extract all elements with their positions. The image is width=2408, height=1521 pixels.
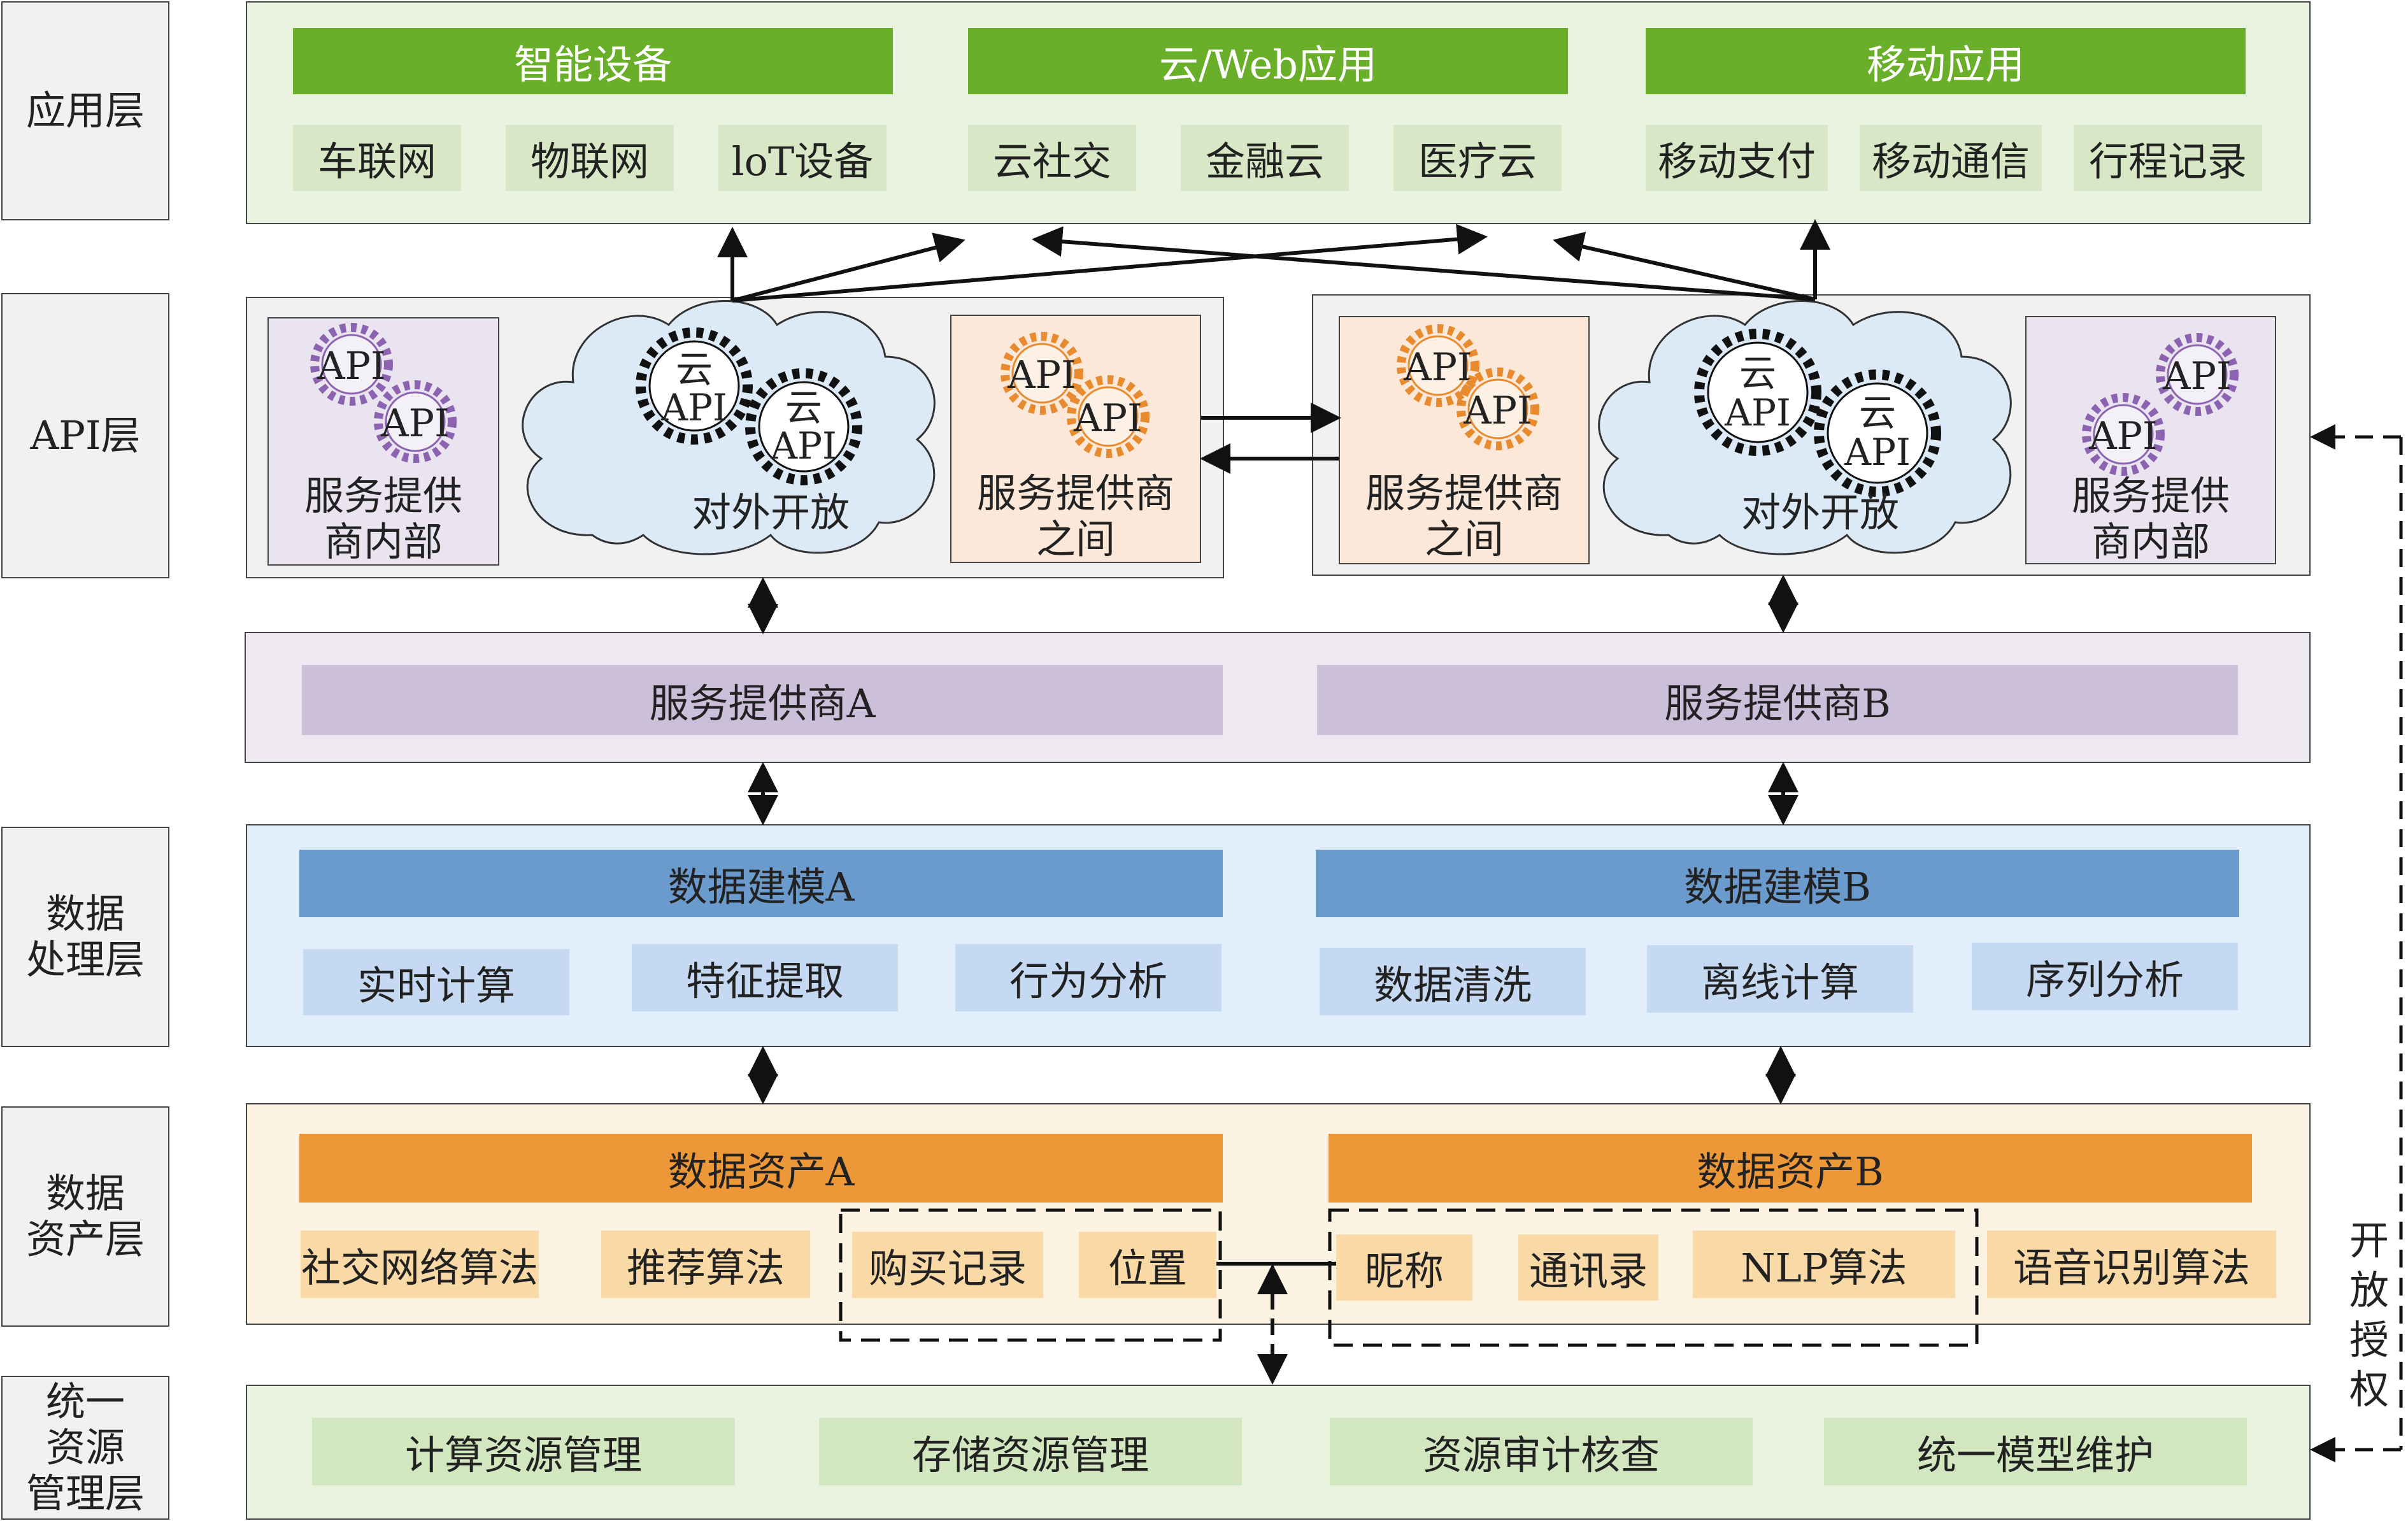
cloud-gear-icon: 云 API (1694, 329, 1821, 456)
app-group-title-mobile: 移动应用 (1646, 28, 2246, 94)
asset-group-a-dashed (839, 1208, 1222, 1342)
app-group-title-smart-devices: 智能设备 (293, 28, 893, 94)
processing-chip-cleaning: 数据清洗 (1320, 948, 1586, 1015)
app-chip-mobile-payment: 移动支付 (1646, 125, 1828, 191)
app-chip-finance-cloud: 金融云 (1181, 125, 1349, 191)
app-chip-iot-device: loT设备 (718, 125, 887, 191)
app-chip-mobile-comm: 移动通信 (1860, 125, 2042, 191)
assets-title-b: 数据资产B (1329, 1134, 2252, 1203)
api-internal-label-right: 服务提供 商内部 (2071, 473, 2230, 565)
processing-chip-offline: 离线计算 (1647, 945, 1913, 1013)
app-chip-medical-cloud: 医疗云 (1393, 125, 1562, 191)
processing-title-b: 数据建模B (1316, 850, 2239, 917)
cloud-gear-text-1: 云 (1859, 391, 1896, 434)
gear-icon: API (374, 380, 457, 463)
api-to-app-arrows (717, 219, 1830, 303)
api-internal-label-left: 服务提供 商内部 (304, 473, 462, 565)
gear-api-text: API (1007, 353, 1076, 397)
app-chip-cloud-social: 云社交 (968, 125, 1136, 191)
gear-api-text: API (317, 344, 385, 389)
api-between-box-left (950, 315, 1201, 563)
cloud-gear-icon: 云 API (745, 368, 862, 485)
asset-group-b-dashed (1328, 1208, 1979, 1347)
cloud-gear-text-1: 云 (785, 386, 822, 429)
asset-chip-recommend-algo: 推荐算法 (601, 1231, 810, 1298)
app-group-title-cloud-web: 云/Web应用 (968, 28, 1568, 94)
provider-bar-a: 服务提供商A (302, 665, 1223, 735)
processing-chip-sequence: 序列分析 (1972, 943, 2238, 1010)
resource-chip-model: 统一模型维护 (1824, 1418, 2247, 1485)
resource-chip-storage: 存储资源管理 (819, 1418, 1242, 1485)
asset-chip-location: 位置 (1079, 1232, 1216, 1298)
gear-api-text: API (2162, 354, 2231, 399)
layer-label-processing: 数据 处理层 (1, 827, 169, 1047)
cloud-shape-right (1598, 300, 2012, 555)
cloud-gear-text-2: API (1844, 431, 1911, 474)
cloud-gear-text-1: 云 (1739, 352, 1776, 395)
gear-icon: API (1067, 375, 1150, 458)
processing-chip-realtime: 实时计算 (303, 949, 569, 1015)
app-chip-vehicle-network: 车联网 (293, 125, 461, 191)
app-chip-trip-record: 行程记录 (2074, 125, 2262, 191)
gear-icon: API (2082, 393, 2165, 476)
open-authorization-label: 开 放 授 权 (2349, 1217, 2389, 1413)
asset-chip-nlp-algo: NLP算法 (1693, 1231, 1955, 1298)
cloud-gear-text-2: API (770, 424, 837, 468)
asset-chip-nickname: 昵称 (1336, 1234, 1472, 1301)
gear-api-text: API (1073, 396, 1142, 441)
cloud-label-left: 对外开放 (692, 489, 850, 536)
gear-icon: API (1457, 368, 1539, 450)
cloud-gear-text-2: API (660, 386, 727, 429)
processing-chip-feature: 特征提取 (632, 944, 898, 1011)
layer-label-api: API层 (1, 293, 169, 578)
resource-chip-audit: 资源审计核查 (1330, 1418, 1753, 1485)
gear-icon: API (310, 323, 393, 406)
asset-chip-contacts: 通讯录 (1518, 1234, 1658, 1301)
gear-icon: API (1397, 324, 1479, 407)
asset-chip-speech-algo: 语音识别算法 (1987, 1231, 2276, 1298)
cloud-label-right: 对外开放 (1741, 489, 1899, 536)
processing-chip-behavior: 行为分析 (955, 944, 1222, 1011)
asset-chip-purchase-record: 购买记录 (852, 1232, 1043, 1298)
processing-title-a: 数据建模A (299, 850, 1223, 917)
layer-label-assets: 数据 资产层 (1, 1106, 169, 1327)
api-between-label-left: 服务提供商 之间 (976, 470, 1174, 562)
gear-api-text: API (1403, 345, 1472, 390)
cloud-gear-text-2: API (1724, 391, 1791, 434)
resource-chip-compute: 计算资源管理 (312, 1418, 735, 1485)
api-between-label-right: 服务提供商 之间 (1365, 470, 1563, 562)
provider-bar-b: 服务提供商B (1317, 665, 2238, 735)
cloud-gear-icon: 云 API (636, 327, 753, 445)
layer-label-resource: 统一 资源 管理层 (1, 1376, 169, 1520)
cloud-gear-text-1: 云 (676, 348, 713, 391)
gear-icon: API (2156, 333, 2239, 416)
gear-api-text: API (380, 401, 449, 446)
gear-api-text: API (1463, 389, 1532, 433)
gear-icon: API (1001, 332, 1083, 415)
app-chip-iot-network: 物联网 (506, 125, 674, 191)
layer-double-arrows (748, 575, 1799, 1104)
api-internal-box-left (267, 317, 499, 566)
gear-api-text: API (2088, 414, 2157, 459)
layer-label-app: 应用层 (1, 1, 169, 220)
cloud-gear-icon: 云 API (1814, 369, 1941, 497)
assets-title-a: 数据资产A (299, 1134, 1223, 1203)
asset-chip-social-algo: 社交网络算法 (301, 1231, 539, 1298)
